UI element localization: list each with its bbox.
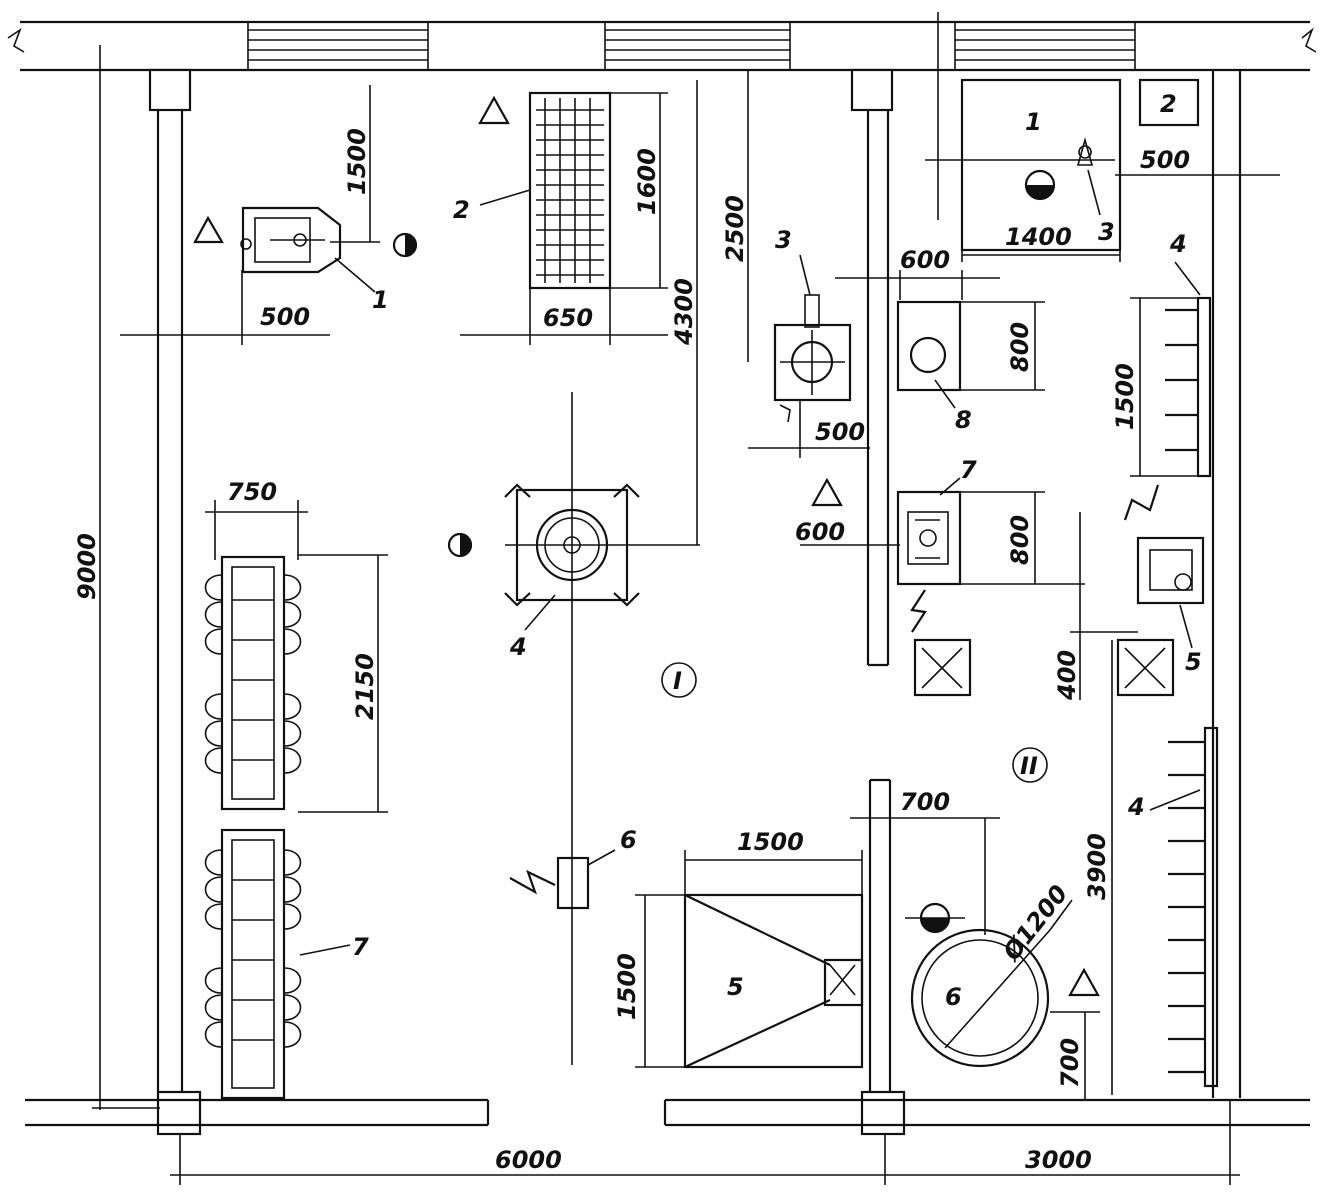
lightning-icon <box>910 589 927 633</box>
tub: 700 Ø1200 6 700 <box>850 788 1100 1100</box>
dim-800-washer: 800 <box>1006 322 1034 372</box>
switch-box: 6 <box>509 826 637 910</box>
lightning-icon <box>1123 484 1160 521</box>
r-item-6-label: 6 <box>945 983 962 1011</box>
dim-4300: 4300 <box>670 278 698 346</box>
center-column <box>850 68 906 1136</box>
basin: 2500 3 500 <box>721 70 870 458</box>
room-2-label: II <box>1020 752 1038 780</box>
rack-upper: 1500 4 <box>1111 230 1212 478</box>
r-item-7-label: 7 <box>960 456 977 484</box>
dim-700-bottom: 700 <box>1056 1038 1084 1088</box>
washer: 600 800 8 <box>835 246 1045 434</box>
r-item-4-label: 4 <box>1169 230 1187 258</box>
r-item-2-label: 2 <box>1160 90 1177 118</box>
triangle-icon <box>811 477 843 507</box>
rack-lower: 4 3900 <box>1083 640 1219 1095</box>
triangle-icon <box>193 215 224 244</box>
left-column <box>148 68 202 1136</box>
triangle-icon <box>478 95 510 125</box>
dim-500-basin: 500 <box>815 418 865 446</box>
dim-9000: 9000 <box>73 533 101 600</box>
item-4-label: 4 <box>509 633 527 661</box>
dim-2150: 2150 <box>351 653 379 720</box>
dim-800-stand: 800 <box>1006 515 1034 565</box>
item-5-label: 5 <box>727 973 744 1001</box>
stand: 600 800 7 <box>795 456 1085 633</box>
half-circle-icon <box>905 902 965 934</box>
dim-3900: 3900 <box>1083 833 1111 900</box>
dim-600-stand: 600 <box>795 518 845 546</box>
urinal: 1500 500 1 <box>120 85 418 345</box>
window <box>604 22 791 70</box>
dim-700-tub: 700 <box>900 788 950 816</box>
half-circle-icon <box>392 232 418 258</box>
triangle-icon <box>1068 967 1100 997</box>
dim-3000: 3000 <box>1025 1146 1092 1174</box>
right-wall <box>1211 70 1242 1098</box>
room-2-marker: II <box>1012 747 1048 783</box>
room-1-marker: I <box>661 662 697 698</box>
dim-1500-urinal: 1500 <box>343 128 371 195</box>
item-6-label: 6 <box>620 826 637 854</box>
dim-1500-hopper-v: 1500 <box>613 953 641 1020</box>
lightning-icon <box>509 869 556 895</box>
central-drain: 4 4300 <box>447 80 700 1065</box>
dimension-9000: 9000 <box>73 45 160 1110</box>
box-2: 2 500 <box>1115 78 1280 176</box>
top-wall <box>7 20 1317 72</box>
half-circle-icon <box>447 532 473 558</box>
item-2-label: 2 <box>453 196 470 224</box>
dim-6000: 6000 <box>495 1146 562 1174</box>
dim-750: 750 <box>227 478 277 506</box>
r-item-4b-label: 4 <box>1127 793 1145 821</box>
dim-500-tank: 500 <box>1140 146 1190 174</box>
dim-1500-hopper: 1500 <box>737 828 804 856</box>
dim-500-urinal: 500 <box>260 303 310 331</box>
r-item-3-label: 3 <box>1098 218 1115 246</box>
dim-1600: 1600 <box>633 148 661 215</box>
dim-650: 650 <box>543 304 593 332</box>
window <box>247 22 429 70</box>
dim-1400: 1400 <box>1005 223 1072 251</box>
item-3-label: 3 <box>775 226 792 254</box>
bottom-dimensions: 6000 3000 <box>170 1100 1240 1185</box>
r-item-1-label: 1 <box>1025 108 1042 136</box>
dim-2500: 2500 <box>721 195 749 262</box>
dim-1500-rack: 1500 <box>1111 363 1139 430</box>
r-item-5-label: 5 <box>1185 648 1202 676</box>
tank: 1 3 1400 <box>925 12 1122 262</box>
dim-diameter-1200: Ø1200 <box>996 880 1073 968</box>
item-1-label: 1 <box>372 286 389 314</box>
floor-drain <box>1116 638 1175 697</box>
item-8-label: 8 <box>955 406 972 434</box>
dim-600-washer: 600 <box>900 246 950 274</box>
floor-drain <box>913 638 972 697</box>
item-7-label: 7 <box>352 933 369 961</box>
floor-grate: 1600 650 2 <box>453 91 668 345</box>
bench: 750 2150 <box>204 478 388 1100</box>
hopper: 1500 1500 5 <box>613 828 864 1069</box>
sink: 5 400 <box>1053 484 1205 701</box>
room-1-label: I <box>673 667 682 695</box>
dim-400: 400 <box>1053 650 1081 701</box>
bottom-wall <box>25 1098 1310 1127</box>
window <box>954 22 1136 70</box>
